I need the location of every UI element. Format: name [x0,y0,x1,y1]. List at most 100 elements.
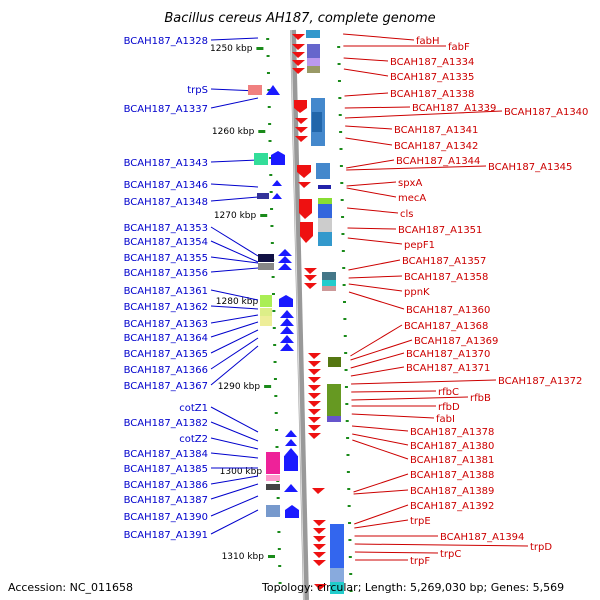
left-gene-label[interactable]: BCAH187_A1385 [124,464,208,475]
right-gene-label[interactable]: fabI [436,414,455,425]
gene-block-a1335[interactable] [307,66,320,73]
gene-block-a1363[interactable] [260,316,272,326]
left-gene-label[interactable]: cotZ1 [179,403,208,414]
gene-block-a1356[interactable] [258,263,274,270]
left-gene-label[interactable]: BCAH187_A1354 [124,237,208,248]
left-gene-label[interactable]: BCAH187_A1391 [124,530,208,541]
right-gene-label[interactable]: BCAH187_A1370 [406,349,490,360]
left-gene-label[interactable]: BCAH187_A1386 [124,480,208,491]
right-gene-label[interactable]: rfbC [438,387,459,398]
right-gene-label[interactable]: trpC [440,549,461,560]
gene-arrow-a1356[interactable] [278,263,292,270]
gene-arrow-pepF1[interactable] [300,222,313,243]
gene-arrow-a1338[interactable] [294,100,307,113]
right-gene-label[interactable]: BCAH187_A1360 [406,305,490,316]
gene-block-fabI[interactable] [327,416,341,422]
right-gene-label[interactable]: trpE [410,516,431,527]
left-gene-label[interactable]: BCAH187_A1328 [124,36,208,47]
right-gene-label[interactable]: BCAH187_A1378 [410,427,494,438]
gene-block-a1345[interactable] [316,163,330,179]
gene-arrow-a1380[interactable] [308,433,321,439]
right-gene-label[interactable]: rfbD [438,402,460,413]
gene-arrow-trpS[interactable] [266,85,280,95]
gene-block-a1348[interactable] [257,193,269,199]
left-gene-label[interactable]: cotZ2 [179,434,208,445]
gene-arrow-trpF[interactable] [313,552,326,558]
right-gene-label[interactable]: BCAH187_A1335 [390,72,474,83]
right-gene-label[interactable]: BCAH187_A1394 [440,532,524,543]
right-gene-label[interactable]: trpF [410,556,430,567]
gene-block-trpD[interactable] [330,524,344,568]
gene-block-trpF[interactable] [330,582,344,594]
right-gene-label[interactable]: BCAH187_A1341 [394,125,478,136]
gene-arrow-a1348[interactable] [272,193,282,199]
right-gene-label[interactable]: BCAH187_A1369 [414,336,498,347]
gene-block-trpC[interactable] [330,568,344,582]
right-gene-label[interactable]: BCAH187_A1380 [410,441,494,452]
gene-arrow-a1372[interactable] [308,385,321,391]
gene-block-pepF1[interactable] [318,232,332,246]
gene-arrow-a1363[interactable] [280,310,294,318]
gene-arrow-cls[interactable] [299,199,312,219]
left-gene-label[interactable]: BCAH187_A1348 [124,197,208,208]
gene-arrow-a1364[interactable] [280,318,294,326]
gene-arrow-rfbB[interactable] [308,401,321,407]
left-gene-label[interactable]: BCAH187_A1366 [124,365,208,376]
left-gene-label[interactable]: BCAH187_A1363 [124,319,208,330]
left-gene-label[interactable]: BCAH187_A1346 [124,180,208,191]
gene-arrow-a1382[interactable] [285,439,297,446]
gene-block-a1340[interactable] [312,112,322,132]
gene-arrow-a1371[interactable] [308,377,321,383]
gene-arrow-a1365[interactable] [280,326,294,334]
gene-block-fabH[interactable] [306,30,320,38]
gene-arrow-a1354[interactable] [278,256,292,263]
right-gene-label[interactable]: BCAH187_A1339 [412,103,496,114]
gene-block-rfbB[interactable] [327,384,341,416]
gene-arrow-rfbC[interactable] [308,393,321,399]
left-gene-label[interactable]: BCAH187_A1362 [124,302,208,313]
right-gene-label[interactable]: fabH [416,36,440,47]
gene-arrow-a1394[interactable] [313,528,326,534]
gene-arrow-fabI[interactable] [308,417,321,423]
gene-block-a1351b[interactable] [318,218,332,232]
gene-block-a1387[interactable] [266,484,280,490]
gene-block-a1334[interactable] [307,44,320,58]
left-gene-label[interactable]: BCAH187_A1337 [124,104,208,115]
gene-block-a1386[interactable] [266,475,280,481]
gene-block-a1360[interactable] [322,286,336,291]
gene-arrow-a1378[interactable] [308,425,321,431]
right-gene-label[interactable]: BCAH187_A1340 [504,107,588,118]
gene-arrow-a1366[interactable] [280,335,294,343]
gene-block-mecA[interactable] [318,185,331,189]
gene-arrow-spxA[interactable] [298,182,311,188]
gene-arrow-a1357[interactable] [304,268,317,274]
right-gene-label[interactable]: fabF [448,42,470,53]
right-gene-label[interactable]: BCAH187_A1342 [394,141,478,152]
gene-arrow-a1342[interactable] [295,127,308,133]
right-gene-label[interactable]: BCAH187_A1358 [404,272,488,283]
gene-arrow-a1353[interactable] [278,249,292,256]
gene-arrow-trpC[interactable] [313,544,326,550]
gene-arrow-a1335[interactable] [292,68,305,74]
gene-arrow-fabF[interactable] [292,44,305,50]
right-gene-label[interactable]: BCAH187_A1381 [410,455,494,466]
gene-arrow-a1362[interactable] [279,295,293,307]
gene-block-a1343[interactable] [254,153,268,165]
right-gene-label[interactable]: BCAH187_A1389 [410,486,494,497]
gene-block-a1390[interactable] [266,505,280,517]
left-gene-label[interactable]: BCAH187_A1384 [124,449,208,460]
gene-arrow-a1370[interactable] [308,369,321,375]
gene-block-a1355[interactable] [258,254,274,262]
gene-arrow-trpD[interactable] [313,536,326,542]
gene-block-a1369[interactable] [328,357,341,367]
gene-arrow-a1341[interactable] [295,118,308,124]
right-gene-label[interactable]: BCAH187_A1392 [410,501,494,512]
gene-arrow-a1334b[interactable] [292,60,305,66]
gene-block-cls[interactable] [318,198,332,204]
gene-arrow-cotZ1[interactable] [285,430,297,437]
right-gene-label[interactable]: BCAH187_A1344 [396,156,480,167]
left-gene-label[interactable]: BCAH187_A1387 [124,495,208,506]
right-gene-label[interactable]: ppnK [404,287,430,298]
right-gene-label[interactable]: BCAH187_A1371 [406,363,490,374]
right-gene-label[interactable]: trpD [530,542,552,553]
